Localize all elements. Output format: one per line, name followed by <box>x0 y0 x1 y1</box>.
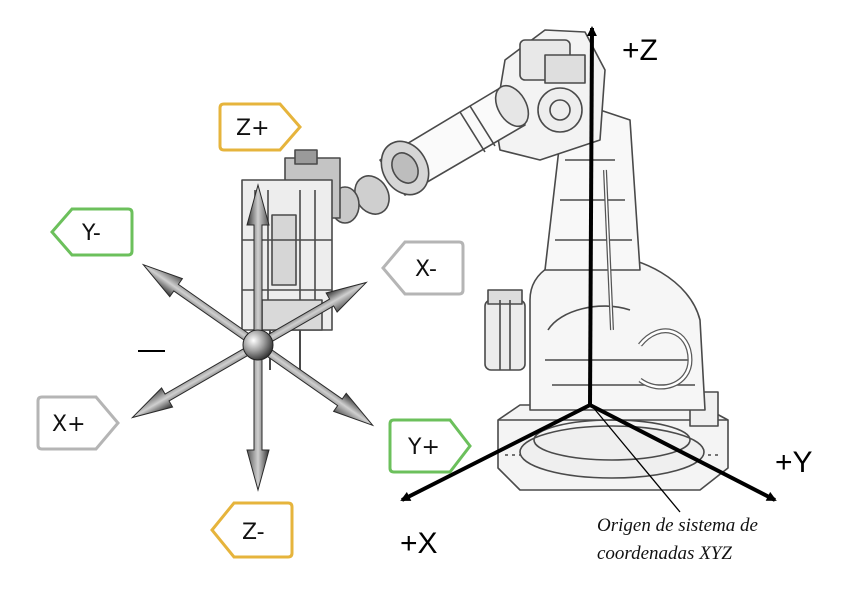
origin-leader-line <box>591 405 681 513</box>
tag-z-plus: Z+ <box>218 102 302 152</box>
y-axis-label: +Y <box>775 446 813 479</box>
tag-x-plus-shape <box>36 395 120 451</box>
tag-z-plus-label: Z+ <box>236 116 270 141</box>
tag-z-minus-shape <box>210 501 294 559</box>
z-axis-label: +Z <box>622 34 658 67</box>
origin-note: Origen de sistema de coordenadas XYZ <box>597 515 758 564</box>
origin-note-line1: Origen de sistema de <box>597 515 758 536</box>
x-axis-label: +X <box>400 527 438 560</box>
tag-x-minus-shape <box>381 240 465 296</box>
tag-y-plus: Y+ <box>388 418 472 474</box>
tag-x-plus-label: X+ <box>52 412 86 437</box>
tag-z-plus-shape <box>218 102 302 152</box>
tag-z-minus: Z- <box>210 501 294 559</box>
tag-y-plus-label: Y+ <box>407 435 440 460</box>
arrow-z-minus <box>246 356 270 492</box>
tag-x-minus-label: X- <box>415 257 437 282</box>
arrow-y-plus <box>264 347 375 427</box>
tag-x-minus: X- <box>381 240 465 296</box>
tag-z-minus-label: Z- <box>242 520 265 545</box>
axis-labels: +Z +Y +X <box>400 34 813 560</box>
tag-y-minus-shape <box>50 207 134 257</box>
arrow-x-minus <box>265 281 368 344</box>
tcp-ball <box>242 329 274 361</box>
world-axes <box>400 26 777 513</box>
arrow-z-plus <box>246 183 270 334</box>
arrow-y-minus <box>141 263 252 343</box>
x-axis-line <box>400 403 591 502</box>
origin-note-line2: coordenadas XYZ <box>597 543 732 564</box>
arrow-x-plus <box>130 346 251 419</box>
tag-x-plus: X+ <box>36 395 120 451</box>
robot-illustration <box>241 29 729 491</box>
jog-arrows <box>130 183 375 492</box>
tag-y-minus-label: Y- <box>81 221 101 246</box>
tag-y-plus-shape <box>388 418 472 474</box>
tag-y-minus: Y- <box>50 207 134 257</box>
y-axis-line <box>589 403 777 502</box>
z-axis-line <box>586 26 597 406</box>
